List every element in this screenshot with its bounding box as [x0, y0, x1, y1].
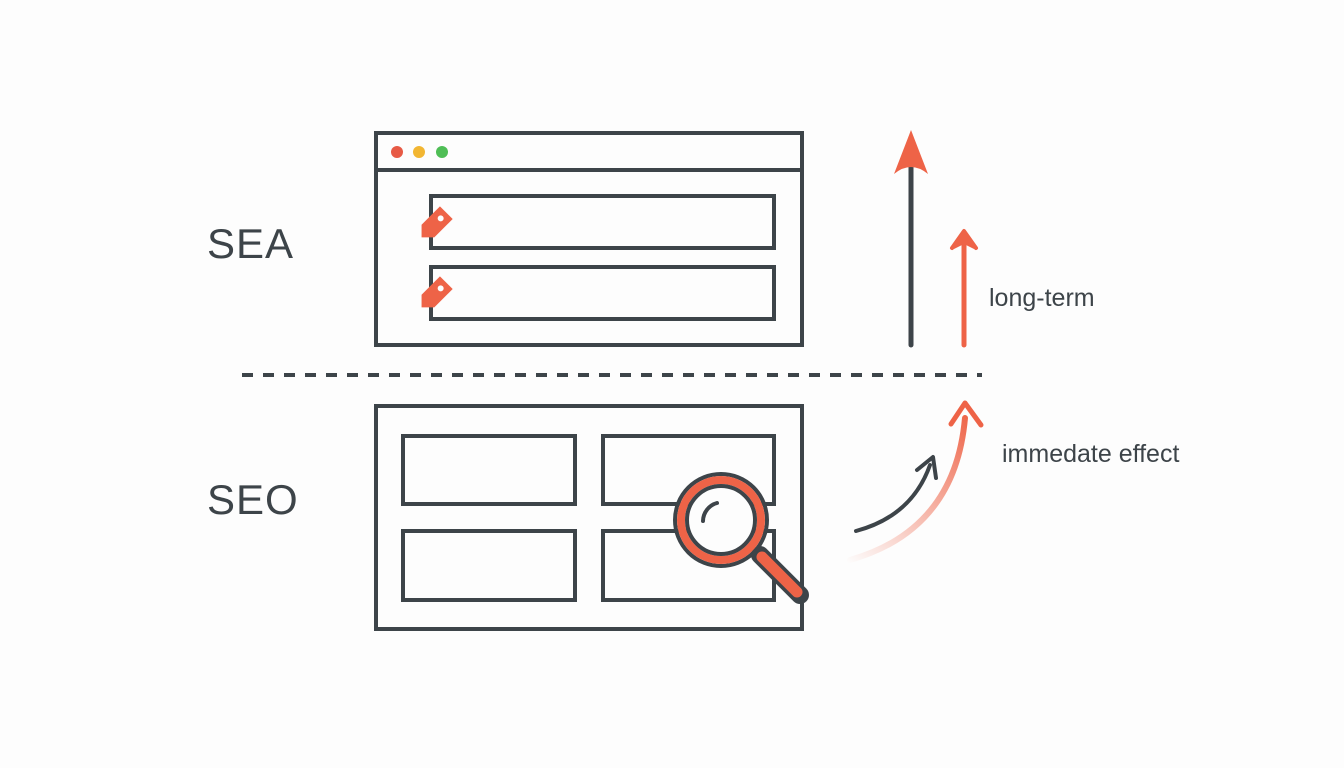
window-dot-yellow — [413, 146, 425, 158]
immediate-effect-arrow — [847, 400, 984, 563]
immediate-effect-label: immedate effect — [1002, 440, 1180, 468]
sea-label: SEA — [207, 220, 295, 267]
price-tag-icon — [421, 276, 453, 308]
growth-arrow-dark — [894, 130, 928, 348]
content-tile — [401, 434, 577, 506]
long-term-label: long-term — [989, 284, 1095, 312]
ad-result-row — [429, 194, 776, 250]
long-term-arrow — [950, 229, 978, 348]
magnifier-icon — [673, 472, 809, 604]
ad-result-row — [429, 265, 776, 321]
window-dot-green — [436, 146, 448, 158]
seo-browser-window — [374, 404, 809, 631]
curved-arrow-dark — [854, 455, 938, 533]
content-tile — [401, 529, 577, 602]
window-dot-red — [391, 146, 403, 158]
price-tag-icon — [421, 206, 453, 238]
seo-label: SEO — [207, 476, 299, 523]
sea-browser-window — [374, 131, 804, 347]
